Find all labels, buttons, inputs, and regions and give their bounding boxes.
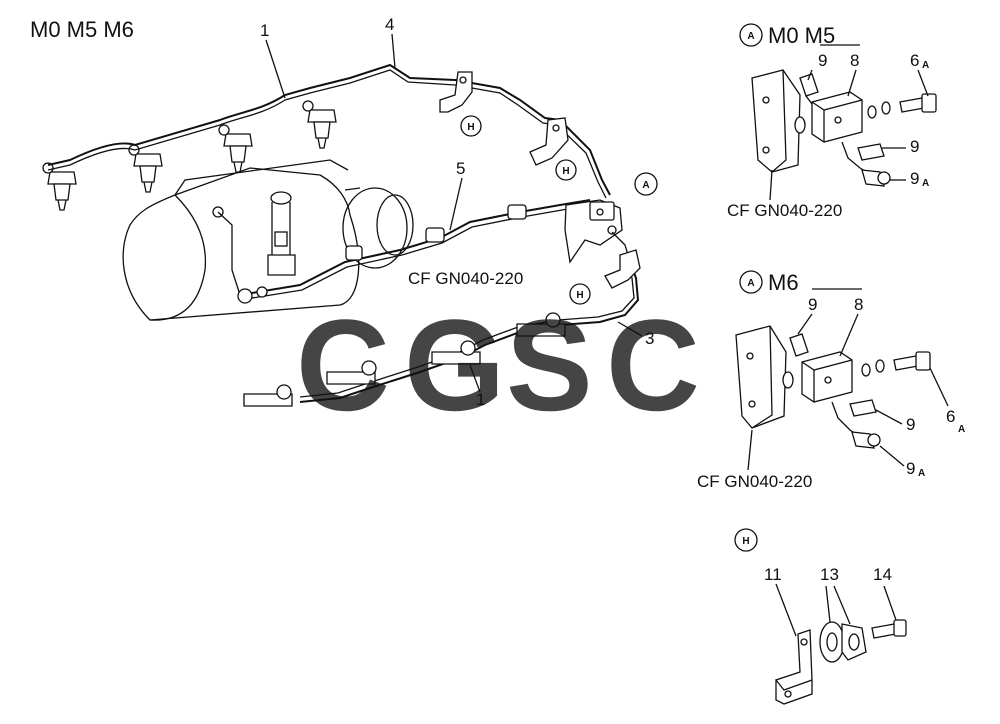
- injector: [128, 144, 163, 193]
- main-ref-code: CF GN040-220: [408, 269, 523, 288]
- label-6: 6: [910, 51, 919, 70]
- detail-h: H 11 13 14: [734, 528, 907, 705]
- label-9a: 9: [910, 169, 919, 188]
- banjo-fitting: [237, 288, 253, 304]
- label-6: 6: [946, 407, 955, 426]
- pipe-clip: [345, 204, 527, 261]
- pipe-bracket: [439, 71, 473, 113]
- bolt-14: [871, 585, 907, 639]
- grommet-13: [819, 585, 867, 663]
- svg-text:H: H: [467, 122, 474, 133]
- injector: [42, 162, 77, 211]
- connector-block-a: [564, 199, 631, 264]
- label-14: 14: [873, 565, 892, 584]
- label-9: 9: [906, 415, 915, 434]
- lower-injector: [243, 312, 566, 407]
- view-marker-h: H: [734, 528, 758, 552]
- callout-3: 3: [645, 329, 654, 348]
- main-assembly: M0 M5 M6: [30, 15, 658, 409]
- svg-text:H: H: [562, 166, 569, 177]
- label-8: 8: [854, 295, 863, 314]
- view-marker-h: H: [555, 159, 577, 181]
- label-suffix-a: A: [922, 178, 929, 189]
- watermark-letter: G: [404, 292, 505, 438]
- label-9: 9: [808, 295, 817, 314]
- engine-block: [122, 159, 414, 321]
- upper-injector-row: [42, 100, 337, 211]
- label-suffix-a: A: [958, 424, 965, 435]
- svg-text:H: H: [742, 536, 749, 547]
- view-marker-a: A: [634, 172, 658, 196]
- view-marker-h: H: [460, 115, 482, 137]
- label-9: 9: [818, 51, 827, 70]
- pipe-bracket: [529, 117, 569, 166]
- banjo-fitting: [256, 286, 268, 298]
- callout-5: 5: [456, 159, 465, 178]
- return-pipe-upper: [47, 63, 611, 196]
- svg-text:A: A: [747, 31, 754, 42]
- detail-title: M0 M5: [768, 23, 835, 48]
- view-marker-h: H: [569, 283, 591, 305]
- detail-ref-code: CF GN040-220: [727, 201, 842, 220]
- detail-title: M6: [768, 270, 799, 295]
- return-pipe-3: [299, 261, 640, 403]
- callout-4: 4: [385, 15, 394, 34]
- diagram-title: M0 M5 M6: [30, 17, 134, 42]
- injector: [218, 124, 253, 173]
- watermark-logo: C G S C: [296, 292, 700, 438]
- bracket-11: [774, 583, 813, 705]
- pipe-bracket: [604, 249, 641, 289]
- detail-a-m6: A M6 9 8 6 A 9 9 A CF GN040-220: [697, 270, 965, 491]
- injector: [302, 100, 337, 149]
- label-11: 11: [764, 565, 782, 584]
- view-marker-a: A: [739, 270, 763, 294]
- watermark-letter: C: [606, 292, 700, 438]
- svg-text:A: A: [747, 278, 754, 289]
- watermark-letter: S: [506, 292, 593, 438]
- callout-1: 1: [260, 21, 269, 40]
- watermark-letter: C: [296, 292, 390, 438]
- svg-text:H: H: [576, 290, 583, 301]
- label-9: 9: [910, 137, 919, 156]
- callout-1-lower: 1: [476, 390, 485, 409]
- label-suffix-a: A: [918, 468, 925, 479]
- label-9a: 9: [906, 459, 915, 478]
- label-suffix-a: A: [922, 60, 929, 71]
- view-marker-a: A: [739, 23, 763, 47]
- detail-ref-code: CF GN040-220: [697, 472, 812, 491]
- label-13: 13: [820, 565, 839, 584]
- detail-a-m0m5: A M0 M5 9 8 6 A 9: [727, 23, 937, 220]
- label-8: 8: [850, 51, 859, 70]
- svg-text:A: A: [642, 180, 649, 191]
